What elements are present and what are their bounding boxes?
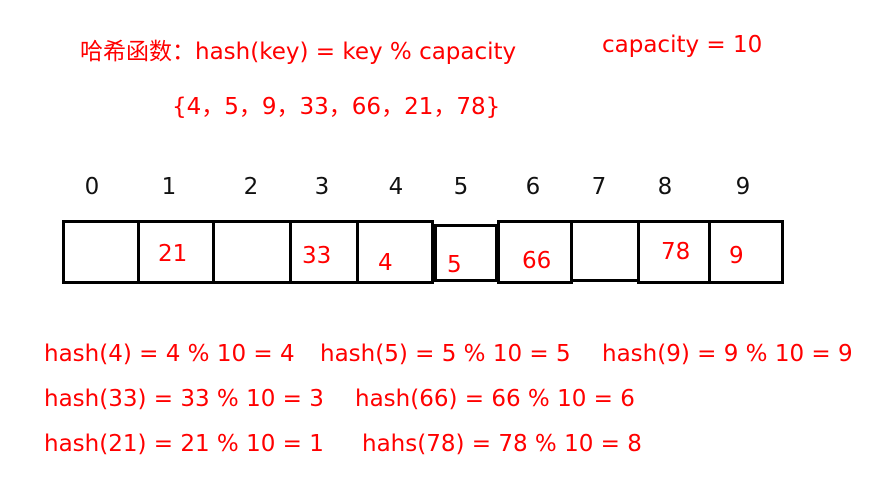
index-label-4: 4 xyxy=(388,174,404,200)
index-label-2: 2 xyxy=(243,174,259,200)
cell-value-8: 78 xyxy=(661,239,691,265)
cell-value-4: 4 xyxy=(378,250,393,276)
index-label-8: 8 xyxy=(657,174,673,200)
formula-hash-78: hahs(78) = 78 % 10 = 8 xyxy=(362,431,642,457)
cell-value-3: 33 xyxy=(302,243,332,269)
table-cell-7 xyxy=(570,220,640,282)
formula-hash-9: hash(9) = 9 % 10 = 9 xyxy=(602,341,853,367)
index-label-0: 0 xyxy=(84,174,100,200)
hash-function-title: 哈希函数：hash(key) = key % capacity xyxy=(80,39,517,65)
index-label-5: 5 xyxy=(453,174,469,200)
cell-value-9: 9 xyxy=(729,243,744,269)
table-cell-1 xyxy=(137,220,215,284)
table-cell-3 xyxy=(289,220,359,284)
table-cell-9 xyxy=(708,220,784,284)
table-cell-2 xyxy=(212,220,292,284)
formula-hash-5: hash(5) = 5 % 10 = 5 xyxy=(320,341,571,367)
capacity-label: capacity = 10 xyxy=(602,32,763,58)
index-label-7: 7 xyxy=(591,174,607,200)
table-cell-5 xyxy=(434,224,498,282)
cell-value-6: 66 xyxy=(522,248,552,274)
formula-hash-21: hash(21) = 21 % 10 = 1 xyxy=(44,431,324,457)
cell-value-5: 5 xyxy=(447,252,462,278)
table-cell-0 xyxy=(62,220,140,284)
index-label-6: 6 xyxy=(525,174,541,200)
table-cell-4 xyxy=(356,220,434,284)
key-set: {4，5，9，33，66，21，78} xyxy=(172,94,501,120)
cell-value-1: 21 xyxy=(158,241,188,267)
index-label-9: 9 xyxy=(735,174,751,200)
formula-hash-4: hash(4) = 4 % 10 = 4 xyxy=(44,341,295,367)
table-cell-6 xyxy=(497,220,573,284)
formula-hash-33: hash(33) = 33 % 10 = 3 xyxy=(44,386,324,412)
index-label-1: 1 xyxy=(161,174,177,200)
formula-hash-66: hash(66) = 66 % 10 = 6 xyxy=(355,386,635,412)
index-label-3: 3 xyxy=(314,174,330,200)
